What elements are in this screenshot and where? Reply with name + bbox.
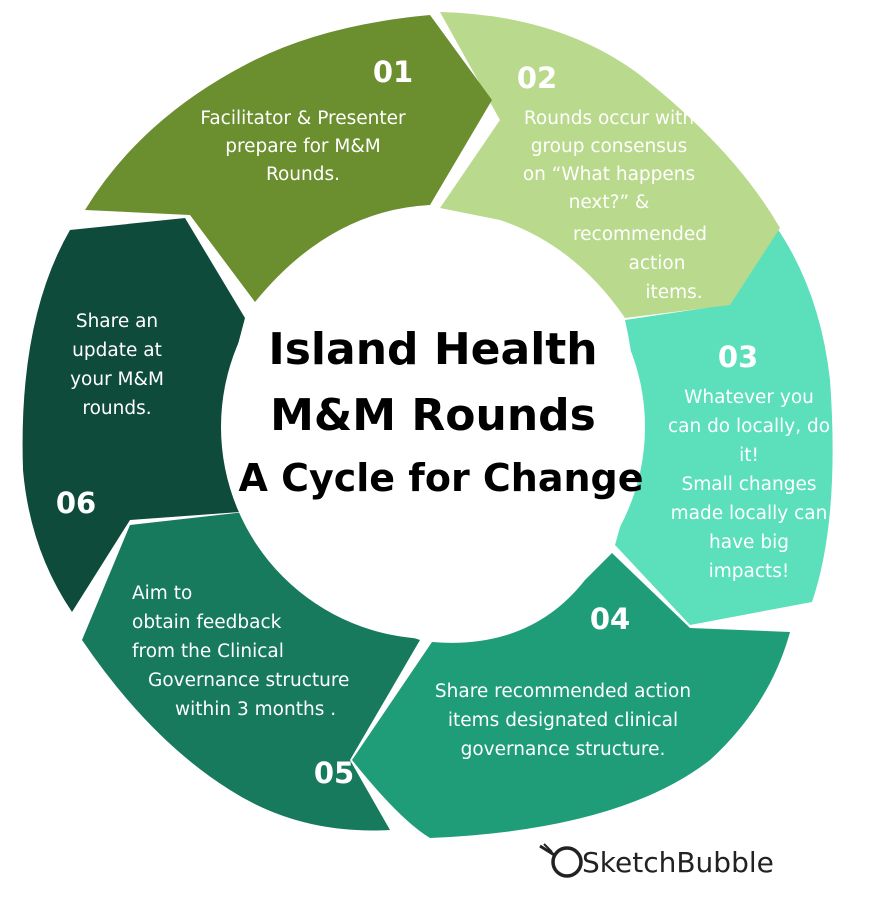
step-06-line: update at xyxy=(72,340,162,361)
step-02-line: items. xyxy=(645,282,702,303)
step-02-line: recommended xyxy=(573,224,707,245)
step-05-line: within 3 months . xyxy=(175,699,336,720)
step-05: Aim to obtain feedback from the Clinical… xyxy=(132,583,354,790)
step-01: 01 Facilitator & Presenter prepare for M… xyxy=(200,55,413,185)
center-title-line1: Island Health xyxy=(268,324,597,375)
step-05-line: Aim to xyxy=(132,583,192,604)
step-04: 04 Share recommended action items design… xyxy=(435,602,691,760)
step-06: Share an update at your M&M rounds. 06 xyxy=(56,311,164,520)
step-04-number: 04 xyxy=(590,602,630,636)
step-03-line: have big xyxy=(709,532,789,553)
step-03-line: it! xyxy=(739,445,759,466)
step-06-line: your M&M xyxy=(70,369,164,390)
step-01-line: Rounds. xyxy=(266,164,340,185)
segment-02-shape xyxy=(440,12,780,318)
step-03-line: Whatever you xyxy=(684,387,814,408)
segment-03-shape xyxy=(615,225,833,625)
step-03: 03 Whatever you can do locally, do it! S… xyxy=(668,340,830,582)
center-title-line3: A Cycle for Change xyxy=(238,456,643,500)
step-04-line: governance structure. xyxy=(461,739,666,760)
step-01-line: Facilitator & Presenter xyxy=(200,108,406,129)
step-02-line: on “What happens xyxy=(523,164,695,185)
segment-05-shape xyxy=(82,512,420,831)
logo-text: SketchBubble xyxy=(582,846,774,879)
step-06-line: rounds. xyxy=(82,398,151,419)
step-05-line: from the Clinical xyxy=(132,641,284,662)
step-02-number: 02 xyxy=(517,61,557,95)
center-title-line2: M&M Rounds xyxy=(270,390,596,441)
step-02-line: next?” & xyxy=(569,192,650,213)
step-06-line: Share an xyxy=(76,311,158,332)
segment-04-shape xyxy=(352,553,790,838)
step-04-line: items designated clinical xyxy=(448,710,678,731)
step-01-number: 01 xyxy=(373,55,413,89)
step-03-number: 03 xyxy=(718,340,758,374)
step-05-line: obtain feedback xyxy=(132,612,282,633)
step-02-line: action xyxy=(629,253,686,274)
step-03-line: made locally can xyxy=(671,503,828,524)
step-05-number: 05 xyxy=(314,756,354,790)
step-01-line: prepare for M&M xyxy=(225,136,381,157)
step-03-line: Small changes xyxy=(682,474,817,495)
segment-01-shape xyxy=(85,15,492,302)
center-circle xyxy=(221,215,645,639)
step-02: 02 Rounds occur with group consensus on … xyxy=(517,61,707,303)
step-03-line: impacts! xyxy=(709,561,790,582)
step-06-number: 06 xyxy=(56,486,96,520)
cycle-segments xyxy=(22,12,833,838)
step-02-line: Rounds occur with xyxy=(524,108,694,129)
step-04-line: Share recommended action xyxy=(435,681,691,702)
segment-06-shape xyxy=(22,218,246,612)
step-03-line: can do locally, do xyxy=(668,416,830,437)
step-02-line: group consensus xyxy=(531,136,688,157)
step-05-line: Governance structure xyxy=(148,670,349,691)
sketchbubble-logo: SketchBubble xyxy=(539,843,774,879)
center-title: Island Health M&M Rounds A Cycle for Cha… xyxy=(238,324,643,500)
pen-bubble-logo-icon xyxy=(539,843,583,878)
